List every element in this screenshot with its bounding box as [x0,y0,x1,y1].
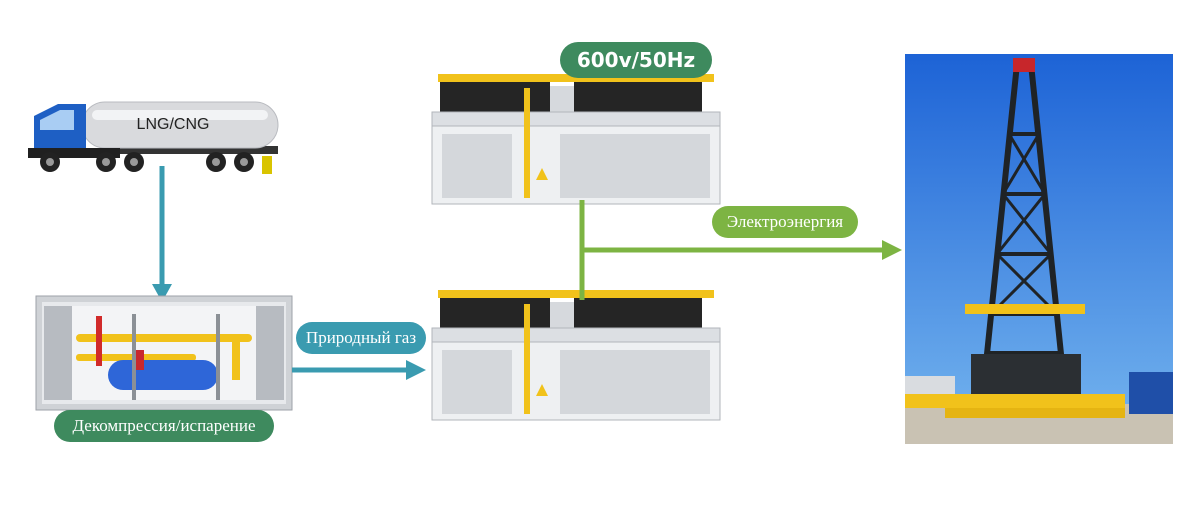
voltage-label: 600v/50Hz [560,42,712,78]
decompression-label: Декомпрессия/испарение [54,410,274,442]
generator-container-icon [432,68,720,208]
gas-station-container-icon [36,296,292,410]
truck-label: LNG/CNG [128,116,218,134]
gas-flow-arrow [292,358,432,382]
natural-gas-label: Природный газ [296,322,426,354]
electricity-label: Электроэнергия [712,206,858,238]
truck-to-station-arrow [150,166,174,306]
drilling-rig-icon [905,54,1173,444]
generator-container-icon [432,284,720,424]
